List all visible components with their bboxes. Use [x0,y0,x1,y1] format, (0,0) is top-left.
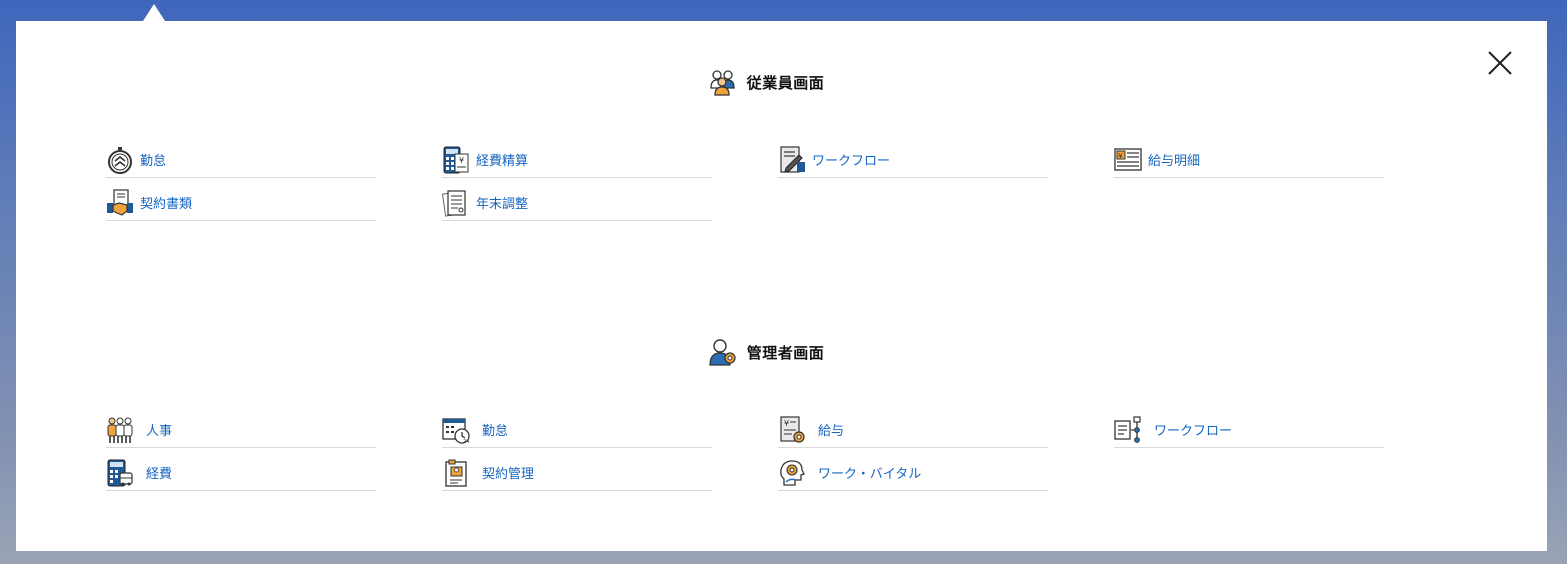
flow-steps-icon [1114,415,1141,443]
employee-section-title: 従業員画面 [746,73,825,92]
svg-text:¥: ¥ [459,156,464,165]
menu-item-contract-documents[interactable]: 契約書類 [106,185,376,221]
menu-item-expense[interactable]: 経費 [106,455,376,491]
menu-item-label: 人事 [146,424,173,439]
menu-item-label: 経費 [146,467,173,482]
svg-text:¥: ¥ [1118,152,1123,160]
menu-item-label: ワーク・バイタル [818,467,922,482]
menu-item-workflow[interactable]: ワークフロー [778,142,1048,178]
menu-item-attendance[interactable]: 勤怠 [106,142,376,178]
svg-text:¥: ¥ [784,419,789,428]
app-menu-panel: 従業員画面 勤怠 ¥ 経費精算 [16,21,1547,551]
menu-item-label: 年末調整 [476,197,529,212]
contract-folder-icon [445,459,467,487]
close-button[interactable] [1486,49,1514,77]
calendar-clock-icon: 24 [442,417,470,444]
svg-text:24: 24 [463,439,469,444]
close-icon [1488,51,1512,75]
menu-item-hr[interactable]: 人事 [106,412,376,448]
menu-item-expense-settlement[interactable]: ¥ 経費精算 [442,142,712,178]
menu-item-work-vital[interactable]: ワーク・バイタル [778,455,1048,491]
year-end-forms-icon [442,189,466,217]
popover-pointer [143,4,165,21]
menu-item-label: 給与 [818,424,845,439]
stopwatch-icon [108,146,132,174]
menu-item-label: 給与明細 [1148,154,1201,169]
menu-item-label: 契約管理 [482,467,535,482]
menu-item-label: ワークフロー [1154,424,1233,439]
calculator-bus-icon [107,459,133,486]
employee-section-header: 従業員画面 [16,67,1547,97]
menu-item-contract-management[interactable]: 契約管理 [442,455,712,491]
admin-gear-icon [709,339,736,366]
menu-item-workflow-admin[interactable]: ワークフロー [1114,412,1384,448]
admin-section-title: 管理者画面 [746,343,825,362]
menu-item-label: 経費精算 [476,154,529,169]
admin-section-header: 管理者画面 [16,337,1547,367]
head-gear-icon [780,459,805,486]
menu-item-label: 勤怠 [482,424,509,439]
menu-item-payslip[interactable]: ¥ 給与明細 [1114,142,1384,178]
menu-item-label: 契約書類 [140,197,193,212]
menu-item-payroll[interactable]: ¥ 給与 [778,412,1048,448]
handshake-contract-icon [107,188,133,216]
menu-item-attendance-admin[interactable]: 24 勤怠 [442,412,712,448]
people-icon [107,417,133,443]
payslip-icon: ¥ [1114,147,1142,171]
document-pen-icon [780,145,805,173]
document-yen-gear-icon: ¥ [780,415,805,443]
calculator-receipt-icon: ¥ [443,146,469,173]
menu-item-label: 勤怠 [140,154,167,169]
menu-item-year-end-adjustment[interactable]: 年末調整 [442,185,712,221]
menu-item-label: ワークフロー [812,154,891,169]
employees-icon [710,70,735,96]
